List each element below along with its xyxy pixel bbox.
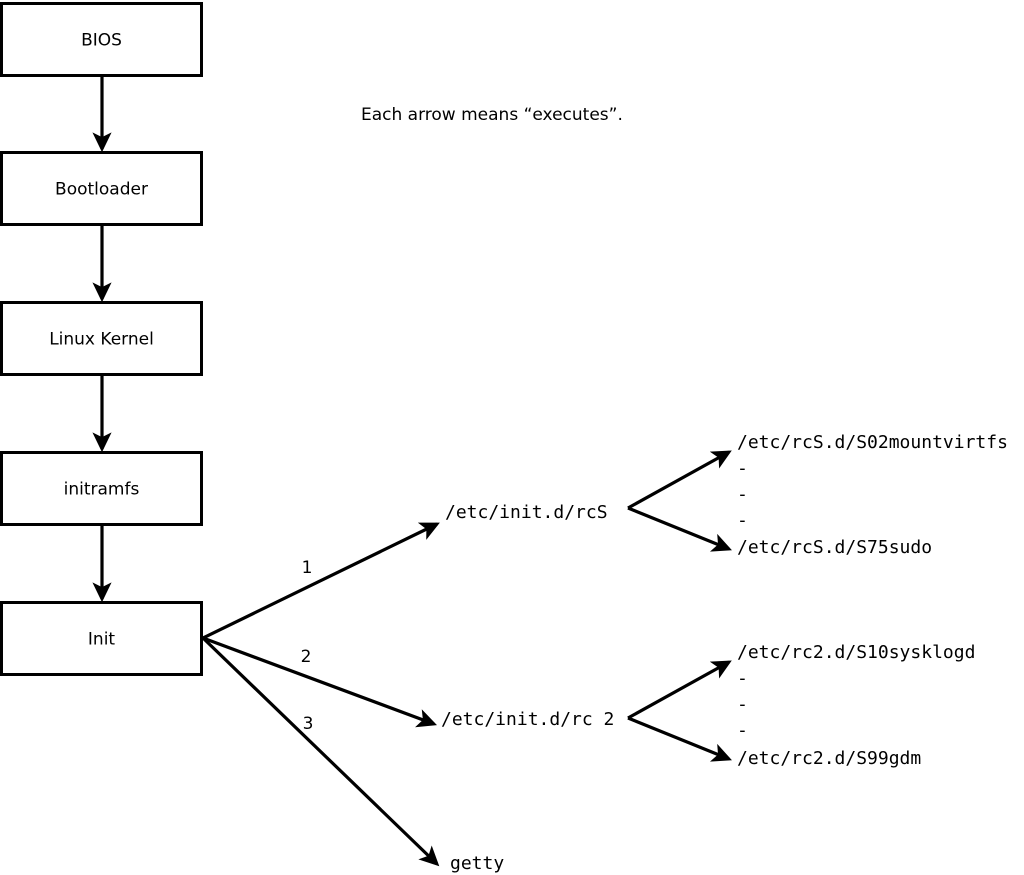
arrow-rc2-scripts-first (627, 660, 732, 720)
box-outline-initramfs (0, 451, 203, 526)
box-outline-bootloader (0, 151, 203, 226)
process-box-kernel: Linux Kernel (0, 301, 203, 376)
ellipsis-dash-rc2-scripts-0: - (737, 668, 748, 689)
box-label-bios: BIOS (81, 31, 122, 51)
process-box-bootloader: Bootloader (0, 151, 203, 226)
script-label-rc2-scripts-last: /etc/rc2.d/S99gdm (737, 748, 921, 769)
ellipsis-dash-rcs-scripts-1: - (737, 484, 748, 505)
subbranch-rc2-scripts: /etc/rc2.d/S10sysklogd/etc/rc2.d/S99gdm -… (627, 642, 975, 769)
box-label-initramfs: initramfs (64, 480, 140, 500)
box-outline-bios (0, 2, 203, 77)
script-label-rcs-scripts-last: /etc/rcS.d/S75sudo (737, 537, 932, 558)
branch-number-2: 2 (301, 647, 312, 667)
process-box-init: Init (0, 601, 203, 676)
box-outline-kernel (0, 301, 203, 376)
arrow-branch-2 (202, 636, 437, 728)
legend-note: Each arrow means “executes”. (361, 105, 623, 125)
box-label-init: Init (88, 630, 116, 650)
arrow-rcs-scripts-first (627, 450, 732, 510)
branch-label-branch-2: /etc/init.d/rc 2 (441, 709, 614, 730)
arrow-rcs-scripts-last (627, 506, 732, 552)
arrow-rc2-scripts-last (627, 716, 732, 762)
subbranch-rcs-scripts: /etc/rcS.d/S02mountvirtfs/etc/rcS.d/S75s… (627, 432, 1008, 558)
box-label-kernel: Linux Kernel (49, 330, 154, 350)
branch-number-3: 3 (303, 714, 314, 734)
branch-label-branch-3: getty (450, 853, 504, 874)
arrow-branch-1 (202, 522, 440, 640)
process-box-initramfs: initramfs (0, 451, 203, 526)
process-box-bios: BIOS (0, 2, 203, 77)
branch-number-1: 1 (302, 558, 313, 578)
arrow-branch-3 (201, 636, 440, 867)
branch-label-branch-1: /etc/init.d/rcS (445, 502, 608, 523)
ellipsis-dash-rc2-scripts-2: - (737, 720, 748, 741)
branch-branch-2: 2/etc/init.d/rc 2 (202, 636, 614, 730)
script-label-rcs-scripts-first: /etc/rcS.d/S02mountvirtfs (737, 432, 1008, 453)
ellipsis-dash-rcs-scripts-0: - (737, 458, 748, 479)
box-outline-init (0, 601, 203, 676)
box-label-bootloader: Bootloader (55, 180, 148, 200)
branch-branch-3: 3 getty (201, 636, 504, 874)
ellipsis-dash-rcs-scripts-2: - (737, 510, 748, 531)
script-label-rc2-scripts-first: /etc/rc2.d/S10sysklogd (737, 642, 975, 663)
ellipsis-dash-rc2-scripts-1: - (737, 694, 748, 715)
sub-branches-group: /etc/rcS.d/S02mountvirtfs/etc/rcS.d/S75s… (627, 432, 1008, 769)
branch-branch-1: 1/etc/init.d/rcS (202, 502, 608, 640)
